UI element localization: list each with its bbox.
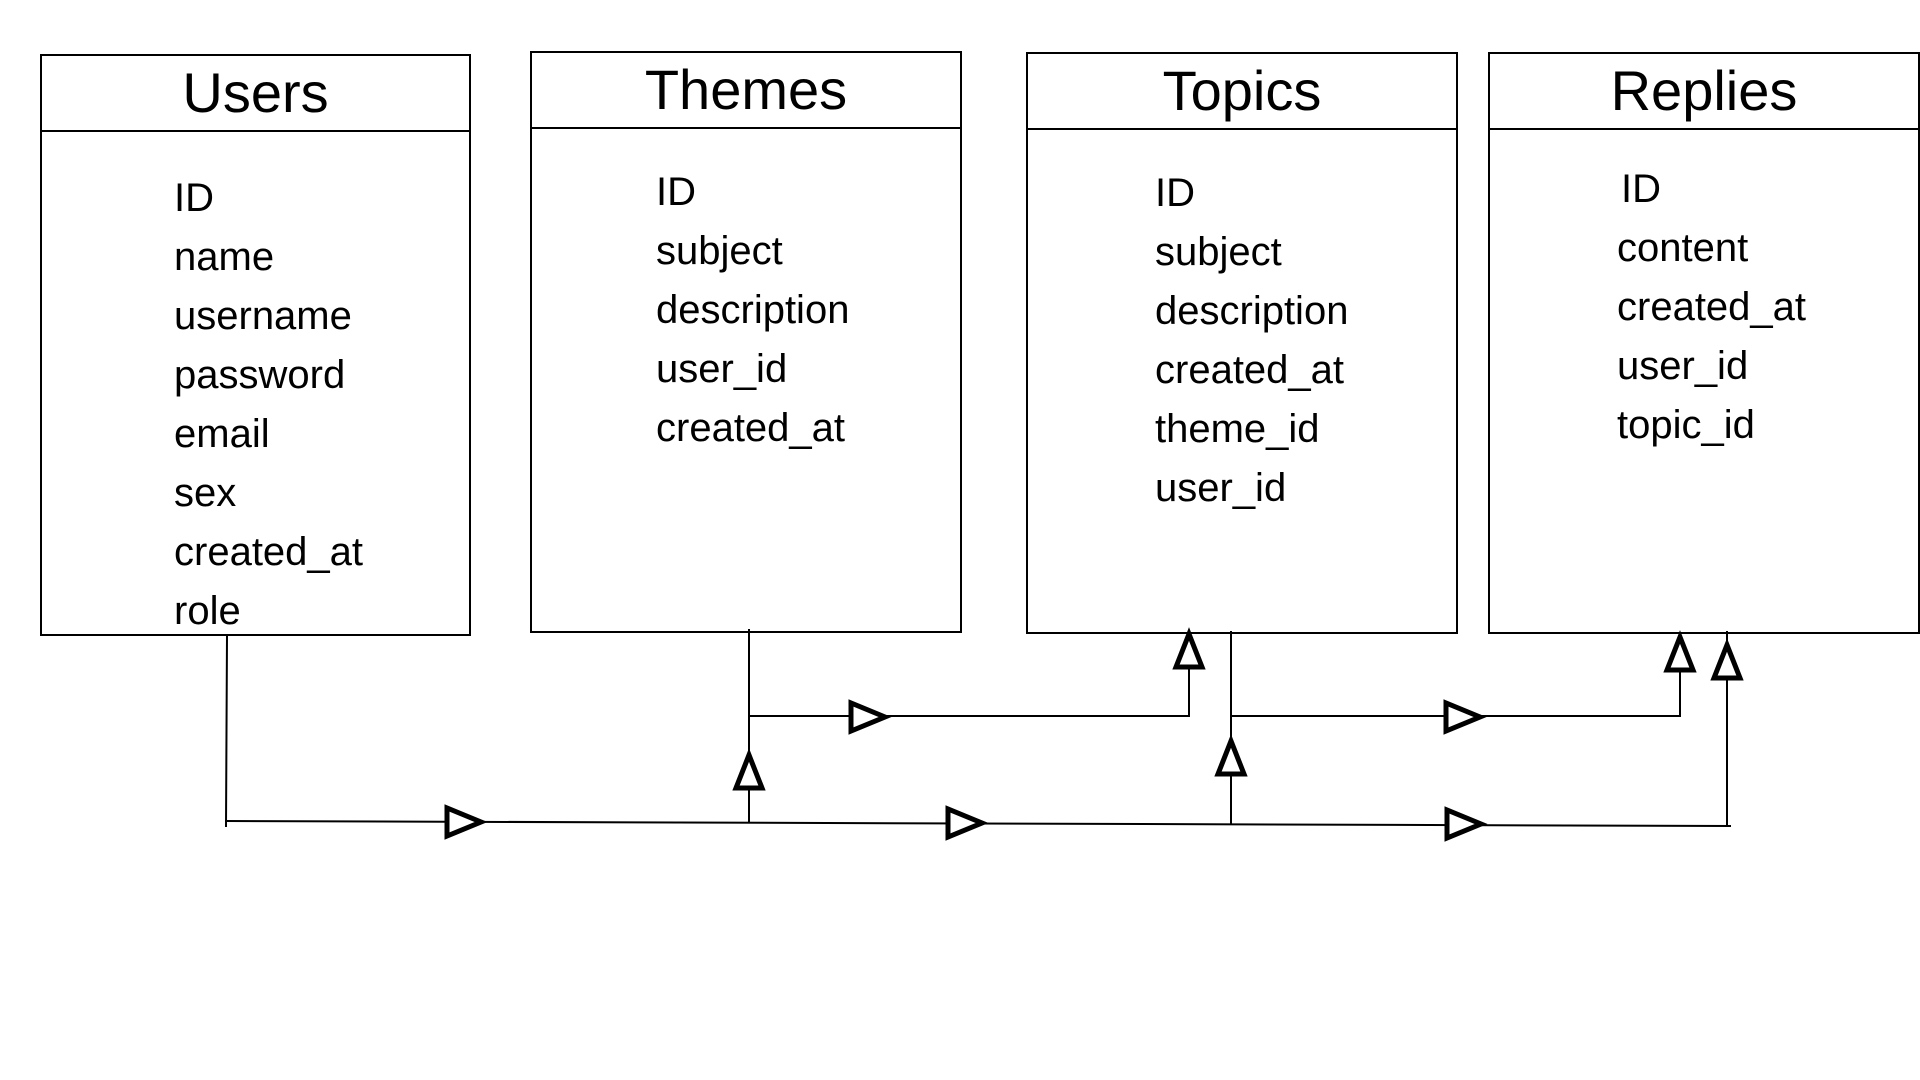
arrowhead-icon (1710, 638, 1744, 681)
arrowhead-icon (732, 748, 766, 791)
field-item: content (1617, 226, 1749, 270)
field-item: ID (656, 170, 696, 214)
connector-line (224, 819, 1732, 828)
arrowhead-icon (1444, 806, 1488, 842)
field-list: ID content created_at user_id topic_id (1490, 160, 1918, 455)
arrowhead-icon (1443, 699, 1487, 735)
field-item: password (174, 353, 346, 397)
field-list: ID subject description created_at theme_… (1028, 164, 1456, 518)
field-item: topic_id (1617, 403, 1755, 447)
entity-title: Topics (1028, 54, 1456, 130)
arrowhead-icon (1214, 734, 1248, 777)
field-item: sex (174, 471, 237, 515)
field-item: subject (1155, 230, 1282, 274)
field-item: theme_id (1155, 407, 1320, 451)
field-item: created_at (1155, 348, 1345, 392)
entity-title: Themes (532, 53, 960, 129)
field-item: email (174, 412, 270, 456)
field-item: created_at (656, 406, 846, 450)
field-item: created_at (174, 530, 364, 574)
field-item: username (174, 294, 352, 338)
field-item: user_id (1155, 466, 1287, 510)
field-list: ID subject description user_id created_a… (532, 163, 960, 458)
field-item: description (656, 288, 850, 332)
field-item: ID (1155, 171, 1195, 215)
field-item: subject (656, 229, 783, 273)
entity-topics: Topics ID subject description created_at… (1026, 52, 1458, 634)
arrowhead-icon (444, 804, 488, 840)
field-item: name (174, 235, 275, 279)
arrowhead-icon (1172, 627, 1206, 670)
field-item: ID (174, 176, 214, 220)
field-item: ID (1621, 167, 1661, 211)
entity-title: Replies (1490, 54, 1918, 130)
field-item: created_at (1617, 285, 1807, 329)
arrowhead-icon (848, 699, 892, 735)
field-list: ID name username password email sex crea… (42, 169, 469, 641)
connector-line (224, 634, 229, 828)
entity-users: Users ID name username password email se… (40, 54, 471, 636)
field-item: user_id (656, 347, 788, 391)
arrowhead-icon (945, 805, 989, 841)
entity-themes: Themes ID subject description user_id cr… (530, 51, 962, 633)
field-item: role (174, 589, 241, 633)
entity-title: Users (42, 56, 469, 132)
field-item: description (1155, 289, 1349, 333)
arrowhead-icon (1663, 630, 1697, 673)
entity-replies: Replies ID content created_at user_id to… (1488, 52, 1920, 634)
field-item: user_id (1617, 344, 1749, 388)
